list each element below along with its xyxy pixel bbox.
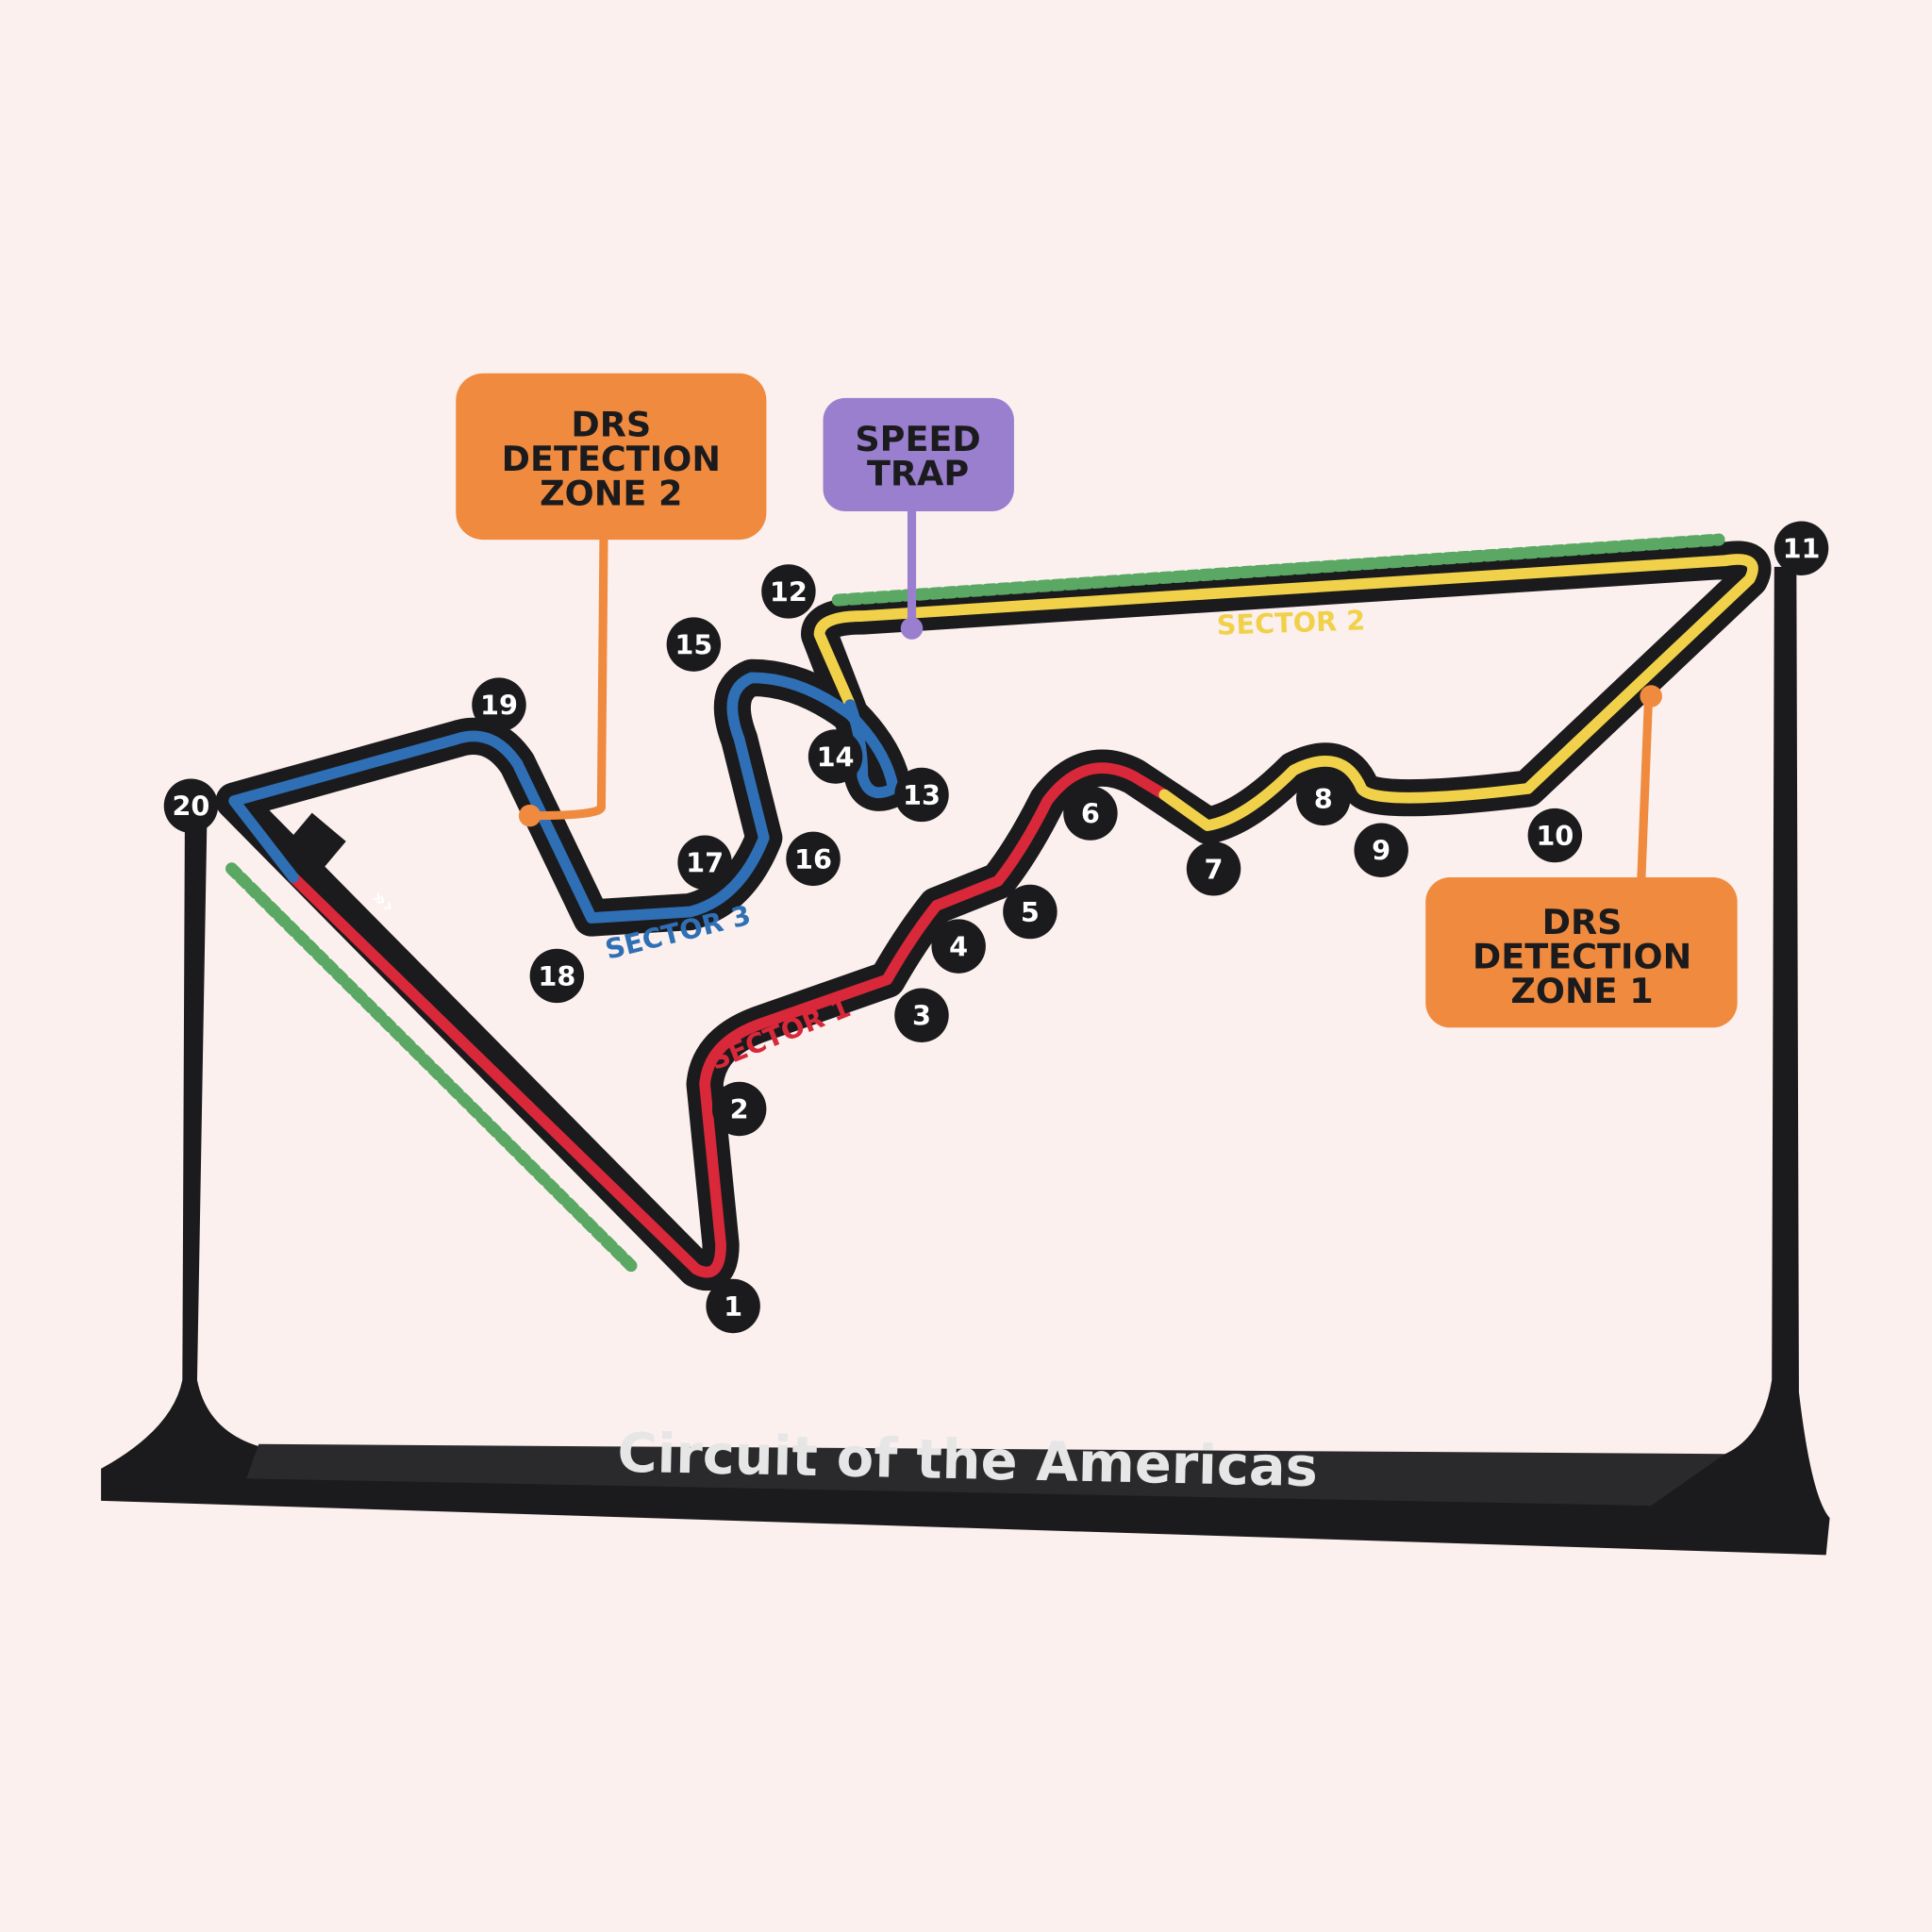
turn-marker: 19 [472, 677, 526, 732]
kerb-back-straight [831, 533, 1725, 607]
turn-marker: 8 [1296, 771, 1351, 826]
turn-number: 6 [1081, 797, 1100, 829]
turn-number: 16 [794, 843, 832, 875]
turn-marker-disc [1354, 823, 1408, 877]
callout-line: TRAP [867, 454, 969, 494]
turn-marker: 2 [711, 1081, 767, 1137]
turn-marker: 6 [1063, 786, 1118, 841]
base-text: Circuit of the Americas [617, 1422, 1319, 1500]
turn-marker: 5 [1003, 884, 1058, 940]
callout-line: ZONE 1 [1510, 971, 1653, 1011]
callout-line: DETECTION [502, 439, 721, 479]
turn-marker-disc [761, 564, 816, 619]
stand-base-top [246, 1443, 1725, 1507]
turn-number: 11 [1783, 533, 1821, 565]
turn-marker-disc [163, 778, 219, 833]
turn-marker-disc [1186, 841, 1241, 896]
callout-line: ZONE 2 [540, 474, 682, 514]
turn-marker: 1 [706, 1278, 760, 1334]
turn-marker-disc [1296, 771, 1351, 826]
turn-number: 7 [1205, 853, 1224, 885]
turn-marker: 14 [808, 729, 863, 784]
turn-marker: 16 [786, 831, 841, 887]
turn-marker: 15 [666, 617, 722, 672]
turn-number: 13 [903, 779, 941, 811]
turn-marker: 13 [894, 767, 949, 823]
turn-marker-disc [894, 988, 949, 1042]
turn-marker: 3 [894, 988, 949, 1042]
turn-marker-disc [931, 919, 986, 974]
callout-line: SPEED [855, 419, 980, 459]
turn-number: 9 [1372, 835, 1391, 867]
stand-frame [101, 566, 1830, 1556]
turn-number: 4 [949, 931, 968, 963]
turn-marker: 12 [761, 564, 816, 619]
turn-number: 5 [1021, 896, 1040, 928]
turn-number: 14 [817, 741, 855, 773]
turn-marker: 18 [529, 948, 585, 1004]
turn-marker-disc [894, 767, 949, 823]
turn-number: 1 [724, 1291, 742, 1323]
turn-number: 17 [686, 847, 724, 879]
sector-2-label: SECTOR 2 [1216, 604, 1366, 641]
turn-marker-disc [786, 831, 841, 887]
turn-marker-disc [1527, 808, 1583, 863]
turn-number: 3 [912, 1000, 931, 1032]
turn-marker-disc [677, 835, 732, 891]
turn-marker-disc [666, 617, 722, 672]
turn-number: 18 [538, 960, 575, 992]
turn-marker-disc [1774, 521, 1829, 575]
turn-number: 8 [1314, 783, 1333, 815]
callout-line: DRS [1542, 902, 1623, 942]
turn-marker-disc [472, 677, 526, 732]
sector-2-line [813, 554, 1758, 831]
callout-line: DRS [571, 404, 651, 444]
callout-line: DETECTION [1473, 937, 1691, 977]
turn-marker-disc [1063, 786, 1118, 841]
sector-3-line [228, 672, 899, 924]
turn-marker-disc [808, 729, 863, 784]
turn-number: 19 [480, 690, 518, 722]
sector-1-line [287, 762, 1171, 1278]
turn-number: 10 [1536, 820, 1574, 852]
turn-marker: 17 [677, 835, 732, 891]
turn-number: 20 [172, 791, 209, 823]
turn-marker-disc [711, 1081, 767, 1137]
turn-marker-disc [706, 1278, 760, 1334]
turn-marker: 20 [163, 778, 219, 833]
kerb-main-straight [225, 862, 641, 1275]
turn-number: 15 [675, 629, 712, 661]
turn-number: 12 [770, 575, 808, 608]
turn-marker: 10 [1527, 808, 1583, 863]
turn-marker: 7 [1186, 841, 1241, 896]
turn-marker: 9 [1354, 823, 1408, 877]
turn-marker: 11 [1774, 521, 1829, 575]
turn-marker: 4 [931, 919, 986, 974]
turn-marker-disc [1003, 884, 1058, 940]
turn-number: 2 [730, 1093, 749, 1125]
turn-marker-disc [529, 948, 585, 1004]
